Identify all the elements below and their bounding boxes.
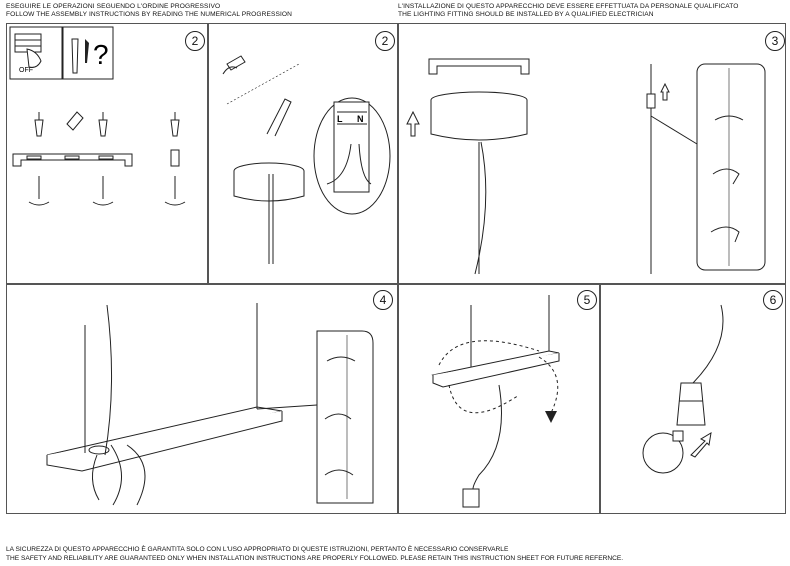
detail-callout-4 [316, 330, 374, 504]
arrow-up-small-icon [660, 82, 670, 101]
header-right-line2: THE LIGHTING FITTING SHOULD BE INSTALLED… [398, 11, 654, 18]
footer-line2: THE SAFETY AND RELIABILITY ARE GUARANTEE… [6, 555, 624, 562]
step-number-4: 4 [373, 290, 393, 310]
screw-anchor-icon [34, 111, 180, 167]
step-number-3: 3 [765, 31, 785, 51]
step-number-1: 2 [185, 31, 205, 51]
bracket-mounting-diagram: ? OFF [9, 26, 186, 206]
dashed-arrow-icon [438, 340, 540, 366]
arrow-up-icon-6 [690, 432, 712, 458]
canopy-fixing-diagram [406, 58, 766, 275]
detail-callout [696, 63, 766, 271]
header-right-line1: L'INSTALLAZIONE DI QUESTO APPARECCHIO DE… [398, 3, 739, 10]
step-number-5: 5 [577, 290, 597, 310]
fixture-suspension-diagram [46, 303, 374, 506]
step-number-2: 2 [375, 31, 395, 51]
step-number-6: 6 [763, 290, 783, 310]
question-mark: ? [93, 39, 109, 70]
live-wire-label: L [337, 114, 343, 124]
header-left-line1: ESEGUIRE LE OPERAZIONI SEGUENDO L'ORDINE… [6, 3, 221, 10]
power-off-icon [9, 26, 63, 80]
cable-gripper-icon [222, 55, 246, 75]
panel-step-1: 2 ? OFF [6, 23, 208, 284]
neutral-wire-label: N [357, 114, 364, 124]
header-right: L'INSTALLAZIONE DI QUESTO APPARECCHIO DE… [398, 3, 739, 19]
header-left: ESEGUIRE LE OPERAZIONI SEGUENDO L'ORDINE… [6, 3, 292, 19]
wiring-diagram: L N [222, 55, 391, 264]
panel-step-4: 4 [6, 284, 398, 514]
arrow-up-icon [406, 110, 420, 137]
tools-icon [62, 26, 114, 80]
terminal-block-icon [313, 97, 391, 215]
ceiling-bracket-icon [12, 153, 133, 167]
screw-bottom-icon [28, 176, 186, 206]
cable-wrap-diagram [431, 295, 560, 508]
panel-step-2: 2 L N [208, 23, 398, 284]
bulb-fitting-diagram [642, 304, 724, 474]
header-left-line2: FOLLOW THE ASSEMBLY INSTRUCTIONS BY READ… [6, 11, 292, 18]
light-bulb-icon [642, 430, 684, 474]
off-label: OFF [19, 67, 33, 74]
panel-step-6: 6 [600, 284, 786, 514]
footer-line1: LA SICUREZZA DI QUESTO APPARECCHIO È GAR… [6, 546, 509, 553]
panel-step-3: 3 [398, 23, 786, 284]
panel-step-5: 5 [398, 284, 600, 514]
